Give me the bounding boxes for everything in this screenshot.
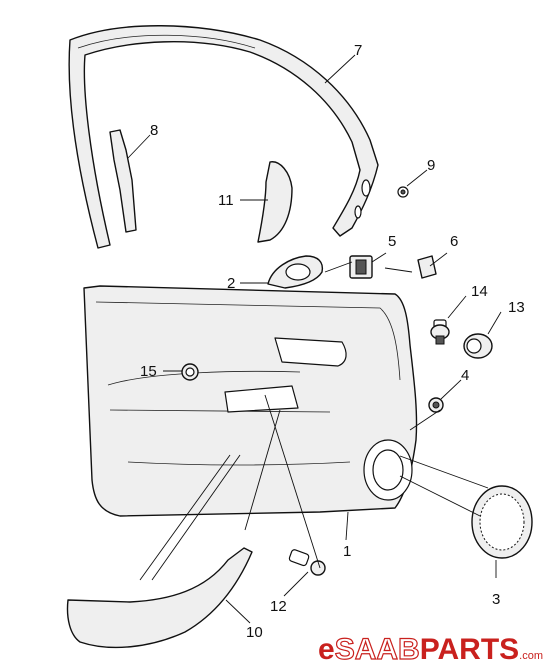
callout-1: 1 xyxy=(343,543,351,560)
logo-suffix: PARTS xyxy=(420,633,519,666)
esaabparts-logo: eSAABPARTS.com xyxy=(318,632,543,666)
part-7-window-frame-seal xyxy=(68,25,379,249)
callout-12: 12 xyxy=(270,598,287,615)
part-13-grommet xyxy=(463,333,493,359)
leader-lines xyxy=(127,54,502,624)
callout-15: 15 xyxy=(140,363,157,380)
callout-14: 14 xyxy=(471,283,488,300)
callout-3: 3 xyxy=(492,591,500,608)
callout-6: 6 xyxy=(450,233,458,250)
part-1-door-trim-panel xyxy=(83,285,418,517)
part-3-speaker-grille xyxy=(471,485,533,559)
part-15-fastener xyxy=(181,363,199,381)
callout-8: 8 xyxy=(150,122,158,139)
part-6-switch-cover xyxy=(417,255,437,279)
callout-10: 10 xyxy=(246,624,263,641)
logo-tld: .com xyxy=(519,650,543,662)
callout-11: 11 xyxy=(218,192,234,209)
part-2-inner-door-handle xyxy=(267,255,324,289)
callout-2: 2 xyxy=(227,275,235,292)
logo-prefix: e xyxy=(318,633,335,666)
part-11-mirror-cover xyxy=(257,161,293,243)
callout-7: 7 xyxy=(354,42,362,59)
part-10-lower-trim-strip xyxy=(66,547,253,649)
part-9-clip xyxy=(397,186,409,198)
part-14-push-clip xyxy=(430,319,450,345)
part-12-screw xyxy=(288,549,326,576)
callout-labels: 7 8 9 11 5 6 2 14 13 15 4 1 3 12 10 xyxy=(140,42,525,641)
part-5-switch-unit xyxy=(349,255,373,279)
callout-5: 5 xyxy=(388,233,396,250)
part-4-clip xyxy=(428,397,444,413)
callout-4: 4 xyxy=(461,367,469,384)
svg-text:eSAABPARTS.com: eSAABPARTS.com xyxy=(318,633,543,666)
callout-9: 9 xyxy=(427,157,435,174)
logo-brand: SAAB xyxy=(335,633,420,666)
callout-13: 13 xyxy=(508,299,525,316)
part-8-trim-strip xyxy=(109,129,137,233)
